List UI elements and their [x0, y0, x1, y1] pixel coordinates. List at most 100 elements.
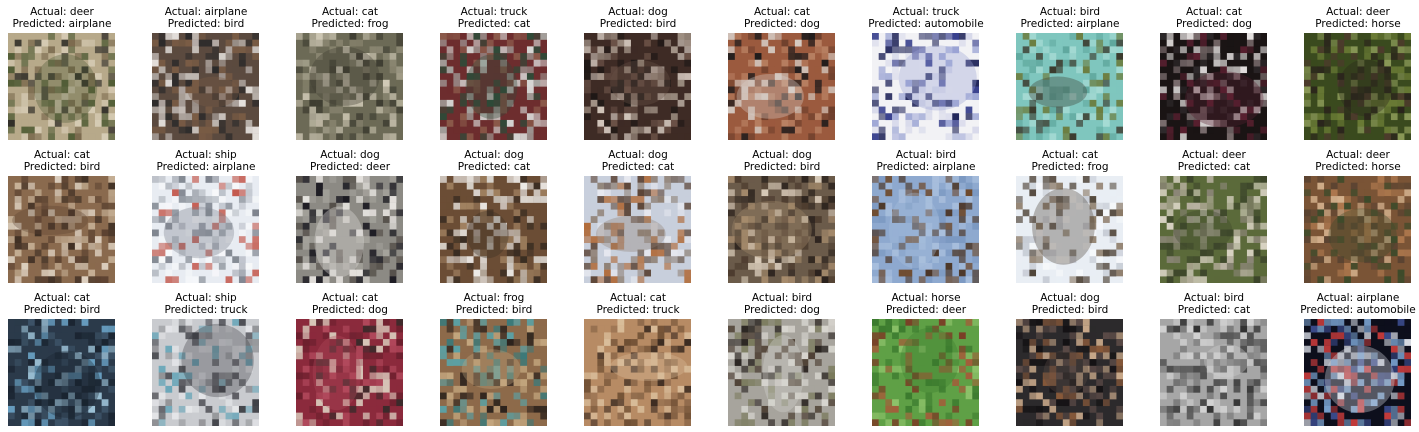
predicted-label: Predicted: airplane	[876, 161, 976, 173]
actual-label: Actual: bird	[1183, 292, 1245, 304]
sample-image-pixels	[440, 319, 547, 426]
predicted-label: Predicted: horse	[1315, 18, 1401, 30]
sample-image	[872, 176, 979, 283]
actual-label: Actual: cat	[609, 292, 667, 304]
actual-label: Actual: airplane	[164, 6, 248, 18]
sample-image	[440, 176, 547, 283]
predicted-label: Predicted: truck	[596, 304, 680, 316]
sample-image-pixels	[8, 176, 115, 283]
sample-image	[440, 319, 547, 426]
sample-image-pixels	[872, 176, 979, 283]
sample-image-pixels	[296, 176, 403, 283]
sample-image	[8, 319, 115, 426]
sample-image-pixels	[1304, 319, 1411, 426]
predicted-label: Predicted: deer	[885, 304, 967, 316]
predicted-label: Predicted: bird	[23, 161, 101, 173]
actual-label: Actual: airplane	[1316, 292, 1400, 304]
actual-label: Actual: frog	[463, 292, 525, 304]
predicted-label: Predicted: cat	[457, 161, 531, 173]
sample-image	[152, 176, 259, 283]
sample-image	[8, 176, 115, 283]
sample-image-pixels	[1016, 319, 1123, 426]
sample-image	[296, 33, 403, 140]
sample-image-pixels	[872, 33, 979, 140]
sample-image-pixels	[440, 176, 547, 283]
sample-image-pixels	[1016, 176, 1123, 283]
predicted-label: Predicted: cat	[1177, 304, 1251, 316]
actual-label: Actual: bird	[895, 149, 957, 161]
predicted-label: Predicted: frog	[1031, 161, 1109, 173]
sample-image	[296, 176, 403, 283]
sample-image-pixels	[8, 33, 115, 140]
sample-image-pixels	[8, 319, 115, 426]
sample-image-pixels	[872, 319, 979, 426]
sample-image-pixels	[584, 33, 691, 140]
sample-image-pixels	[1160, 33, 1267, 140]
predicted-label: Predicted: bird	[455, 304, 533, 316]
sample-image-pixels	[296, 319, 403, 426]
sample-image-pixels	[1160, 176, 1267, 283]
sample-image-pixels	[728, 176, 835, 283]
sample-image-pixels	[152, 319, 259, 426]
sample-image	[728, 176, 835, 283]
predicted-label: Predicted: automobile	[1300, 304, 1416, 316]
sample-image-pixels	[1016, 33, 1123, 140]
sample-image-pixels	[584, 176, 691, 283]
predicted-label: Predicted: truck	[164, 304, 248, 316]
predicted-label: Predicted: bird	[599, 18, 677, 30]
predicted-label: Predicted: dog	[312, 304, 388, 316]
sample-image-pixels	[152, 176, 259, 283]
actual-label: Actual: dog	[1040, 292, 1100, 304]
sample-image	[1160, 176, 1267, 283]
actual-label: Actual: deer	[1326, 149, 1390, 161]
predicted-label: Predicted: dog	[1176, 18, 1252, 30]
actual-label: Actual: ship	[175, 292, 237, 304]
sample-image	[1160, 33, 1267, 140]
sample-image	[1016, 319, 1123, 426]
predicted-label: Predicted: bird	[1031, 304, 1109, 316]
sample-image	[152, 319, 259, 426]
sample-image	[1304, 33, 1411, 140]
sample-image	[1016, 176, 1123, 283]
sample-image-pixels	[584, 319, 691, 426]
predicted-label: Predicted: cat	[457, 18, 531, 30]
